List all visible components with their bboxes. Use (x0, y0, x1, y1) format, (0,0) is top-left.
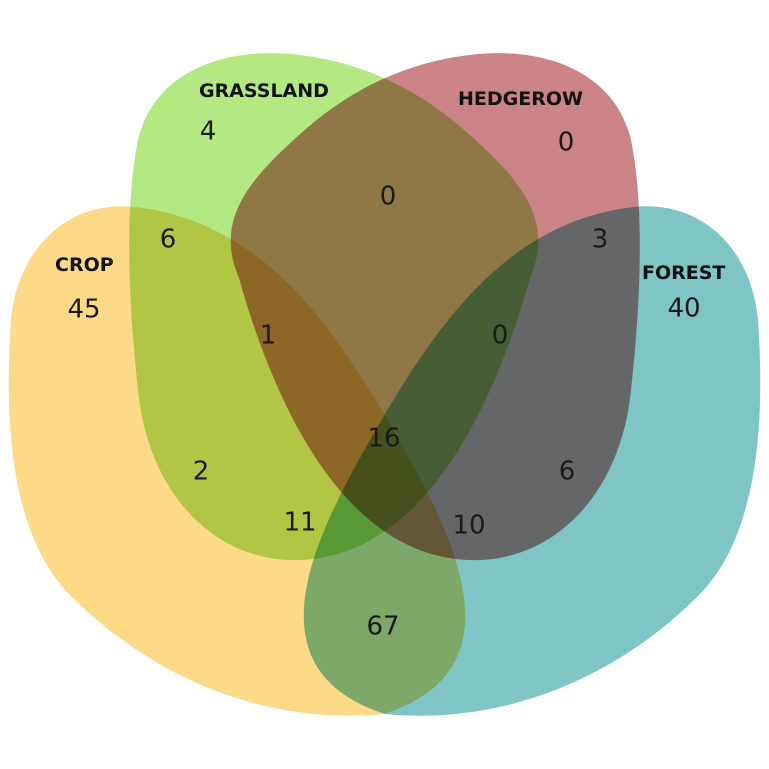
count-grassland-forest: 6 (559, 457, 576, 487)
count-crop-grassland-hedgerow: 1 (260, 321, 277, 351)
count-hedgerow-only: 0 (558, 128, 575, 158)
set-label-forest: FOREST (642, 262, 725, 284)
set-label-grassland: GRASSLAND (199, 80, 329, 102)
count-forest-only: 40 (667, 294, 700, 324)
count-crop-only: 45 (67, 295, 100, 325)
count-crop-hedgerow: 2 (193, 457, 210, 487)
set-label-crop: CROP (55, 254, 114, 276)
region-counts: 45 4 0 40 6 0 3 67 2 6 1 0 11 10 16 (67, 117, 700, 642)
count-grassland-hedgerow-forest: 0 (492, 321, 509, 351)
count-grassland-hedgerow: 0 (380, 182, 397, 212)
count-crop-forest: 67 (366, 612, 399, 642)
count-crop-grassland-forest: 10 (452, 511, 485, 541)
venn-shapes (8, 53, 761, 716)
set-label-hedgerow: HEDGEROW (458, 88, 583, 110)
count-crop-hedgerow-forest: 11 (283, 508, 316, 538)
count-hedgerow-forest: 3 (592, 225, 609, 255)
count-all-sets: 16 (367, 424, 400, 454)
set-shape-forest (303, 206, 761, 716)
count-crop-grassland: 6 (160, 225, 177, 255)
set-labels: CROP GRASSLAND HEDGEROW FOREST (55, 80, 725, 284)
count-grassland-only: 4 (200, 117, 217, 147)
